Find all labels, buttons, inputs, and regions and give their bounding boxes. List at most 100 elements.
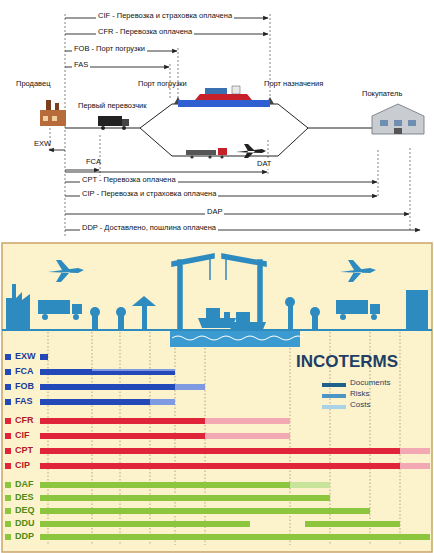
legend-text: Costs bbox=[350, 400, 370, 409]
row-marker bbox=[5, 495, 11, 501]
term-bar bbox=[40, 448, 400, 454]
row-marker bbox=[5, 534, 11, 540]
row-label: DDP bbox=[13, 531, 36, 541]
term-arrow bbox=[65, 170, 99, 171]
stage-divider bbox=[175, 348, 176, 545]
transport-icons bbox=[42, 314, 48, 320]
port-label: Порт назначения bbox=[264, 80, 323, 89]
row-marker bbox=[5, 418, 11, 424]
term-bar bbox=[40, 418, 205, 424]
land-air-transport bbox=[208, 155, 211, 158]
land-air-transport bbox=[190, 155, 193, 158]
legend-swatch bbox=[322, 405, 346, 409]
first-carrier-truck bbox=[122, 119, 129, 126]
term-label: FAS bbox=[72, 61, 90, 70]
term-bar bbox=[40, 399, 150, 405]
term-bar bbox=[40, 354, 48, 360]
row-marker bbox=[5, 508, 11, 514]
term-label: CIP - Перевозка и страховка оплачена bbox=[80, 190, 218, 199]
term-label: DAP bbox=[205, 208, 224, 217]
buyer-warehouse bbox=[408, 120, 416, 126]
term-bar bbox=[205, 433, 290, 439]
seller-factory bbox=[55, 103, 59, 110]
row-marker bbox=[5, 433, 11, 439]
row-marker bbox=[5, 399, 11, 405]
sea-ship bbox=[232, 86, 240, 94]
transport-icons bbox=[118, 316, 124, 330]
sea-ship bbox=[205, 88, 227, 94]
transport-icons bbox=[6, 284, 30, 330]
row-label: EXW bbox=[13, 351, 38, 361]
term-bar bbox=[305, 521, 400, 527]
term-bar bbox=[40, 482, 290, 488]
term-arrow bbox=[49, 150, 65, 151]
term-bar bbox=[40, 508, 370, 514]
term-bar bbox=[400, 448, 430, 454]
row-label: DAF bbox=[13, 479, 36, 489]
dashed-guide bbox=[410, 148, 411, 232]
row-marker bbox=[5, 384, 11, 390]
term-bar bbox=[40, 495, 330, 501]
row-label: DDU bbox=[13, 518, 37, 528]
legend-swatch bbox=[322, 394, 346, 398]
term-label: DDP - Доставлено, пошлина оплачена bbox=[80, 224, 218, 233]
transport-icons bbox=[312, 316, 318, 330]
term-code: DAT bbox=[255, 160, 273, 169]
dashed-guide bbox=[268, 140, 269, 176]
dashed-guide bbox=[178, 48, 179, 98]
land-air-transport bbox=[186, 150, 216, 155]
term-label: FOB - Порт погрузки bbox=[72, 45, 147, 54]
land-air-transport bbox=[236, 144, 266, 158]
term-bar bbox=[40, 521, 250, 527]
seller-factory bbox=[46, 100, 51, 110]
transport-icons bbox=[206, 308, 220, 318]
transport-icons bbox=[224, 312, 230, 318]
transport-icons bbox=[90, 307, 100, 317]
term-label: CIF - Перевозка и страховка оплачена bbox=[96, 12, 234, 21]
dashed-guide bbox=[378, 150, 379, 196]
seller-factory bbox=[52, 116, 57, 121]
land-air-transport bbox=[220, 155, 223, 158]
term-arrow bbox=[49, 18, 420, 230]
route-line bbox=[140, 128, 308, 156]
transport-icons bbox=[6, 254, 428, 332]
transport-icons bbox=[132, 296, 156, 306]
party-label: Первый перевозчик bbox=[78, 102, 147, 111]
term-bar bbox=[40, 463, 400, 469]
port-label: Порт погрузки bbox=[138, 80, 187, 89]
dashed-guide bbox=[100, 135, 101, 176]
transport-icons bbox=[285, 297, 295, 307]
transport-icons bbox=[340, 260, 376, 282]
term-bar bbox=[40, 384, 175, 390]
row-label: FAS bbox=[13, 396, 35, 406]
seller-factory bbox=[40, 110, 66, 126]
term-arrow bbox=[65, 172, 267, 173]
term-bar bbox=[40, 433, 205, 439]
first-carrier-truck bbox=[98, 116, 129, 130]
chart-title: INCOTERMS bbox=[296, 352, 398, 372]
dashed-guide bbox=[50, 14, 410, 236]
transport-icons bbox=[340, 314, 346, 320]
row-label: CPT bbox=[13, 445, 35, 455]
row-marker bbox=[5, 463, 11, 469]
stage-divider bbox=[205, 348, 206, 545]
row-marker bbox=[5, 521, 11, 527]
sea-ship bbox=[195, 94, 252, 100]
term-arrow bbox=[65, 214, 409, 215]
row-label: FOB bbox=[13, 381, 36, 391]
transport-icons bbox=[336, 300, 368, 314]
term-bar bbox=[400, 463, 430, 469]
transport-icons bbox=[116, 307, 126, 317]
term-bar bbox=[175, 384, 205, 390]
term-bar bbox=[205, 418, 290, 424]
seller-factory bbox=[40, 100, 66, 126]
legend-swatch bbox=[322, 383, 346, 387]
transport-icons bbox=[288, 306, 293, 330]
term-bar bbox=[92, 369, 175, 371]
transport-icons bbox=[73, 314, 79, 320]
sea-ship bbox=[178, 86, 270, 107]
seller-factory bbox=[43, 116, 48, 121]
row-label: FCA bbox=[13, 366, 36, 376]
term-label: CFR - Перевозка оплачена bbox=[96, 28, 194, 37]
legend-text: Documents bbox=[350, 378, 390, 387]
